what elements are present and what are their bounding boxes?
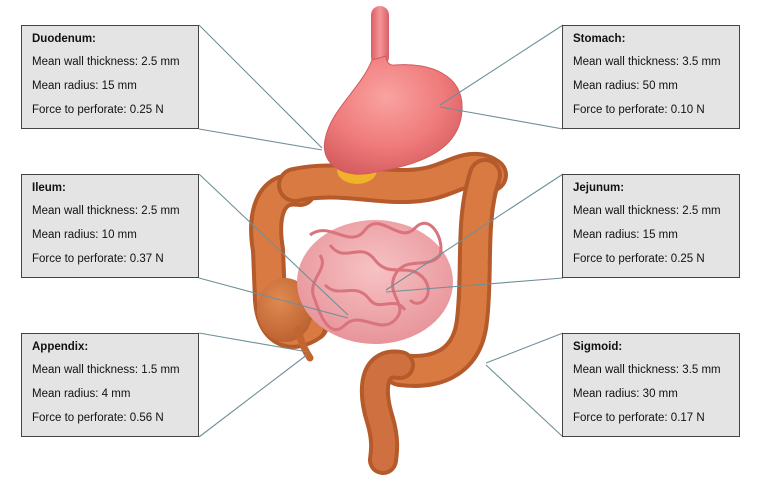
- appendix-wall-thickness: Mean wall thickness: 1.5 mm: [32, 364, 180, 376]
- ileum-info-box: Ileum: Mean wall thickness: 2.5 mm Mean …: [21, 174, 199, 278]
- duodenum-title: Duodenum:: [32, 33, 96, 45]
- appendix-radius: Mean radius: 4 mm: [32, 388, 131, 400]
- ileum-force: Force to perforate: 0.37 N: [32, 253, 164, 265]
- stomach-title: Stomach:: [573, 33, 626, 45]
- jejunum-radius: Mean radius: 15 mm: [573, 229, 678, 241]
- sigmoid-info-box: Sigmoid: Mean wall thickness: 3.5 mm Mea…: [562, 333, 740, 437]
- duodenum-radius: Mean radius: 15 mm: [32, 80, 137, 92]
- large-intestine: [249, 151, 508, 475]
- sigmoid-wall-thickness: Mean wall thickness: 3.5 mm: [573, 364, 721, 376]
- appendix-shape: [294, 326, 314, 362]
- duodenum-info-box: Duodenum: Mean wall thickness: 2.5 mm Me…: [21, 25, 199, 129]
- jejunum-title: Jejunum:: [573, 182, 625, 194]
- leader-appendix-bottom: [198, 353, 309, 438]
- ileum-title: Ileum:: [32, 182, 66, 194]
- sigmoid-title: Sigmoid:: [573, 341, 623, 353]
- leader-jejunum-top: [385, 173, 564, 291]
- stomach-wall-thickness: Mean wall thickness: 3.5 mm: [573, 56, 721, 68]
- sigmoid-radius: Mean radius: 30 mm: [573, 388, 678, 400]
- jejunum-force: Force to perforate: 0.25 N: [573, 253, 705, 265]
- leader-ileum-bottom: [198, 277, 349, 319]
- sigmoid-force: Force to perforate: 0.17 N: [573, 412, 705, 424]
- leader-lines: [198, 24, 564, 438]
- appendix-force: Force to perforate: 0.56 N: [32, 412, 164, 424]
- small-intestine: [297, 220, 453, 344]
- leader-stomach-bottom: [439, 106, 564, 130]
- leader-duodenum-bottom: [198, 128, 323, 151]
- stomach-force: Force to perforate: 0.10 N: [573, 104, 705, 116]
- leader-stomach-top: [439, 24, 564, 106]
- leader-appendix-top: [198, 332, 309, 353]
- jejunum-wall-thickness: Mean wall thickness: 2.5 mm: [573, 205, 721, 217]
- stomach-info-box: Stomach: Mean wall thickness: 3.5 mm Mea…: [562, 25, 740, 129]
- appendix-info-box: Appendix: Mean wall thickness: 1.5 mm Me…: [21, 333, 199, 437]
- leader-jejunum-bottom: [385, 277, 564, 293]
- duodenum-force: Force to perforate: 0.25 N: [32, 104, 164, 116]
- leader-ileum-top: [198, 173, 349, 316]
- stomach-radius: Mean radius: 50 mm: [573, 80, 678, 92]
- jejunum-info-box: Jejunum: Mean wall thickness: 2.5 mm Mea…: [562, 174, 740, 278]
- stomach-shape: [323, 6, 463, 175]
- esophagus: [371, 6, 389, 66]
- duodenum-wall-thickness: Mean wall thickness: 2.5 mm: [32, 56, 180, 68]
- leader-duodenum-top: [198, 24, 323, 149]
- leader-sigmoid-bottom: [485, 364, 564, 438]
- appendix-title: Appendix:: [32, 341, 89, 353]
- ileum-wall-thickness: Mean wall thickness: 2.5 mm: [32, 205, 180, 217]
- leader-sigmoid-top: [485, 332, 564, 364]
- ileum-radius: Mean radius: 10 mm: [32, 229, 137, 241]
